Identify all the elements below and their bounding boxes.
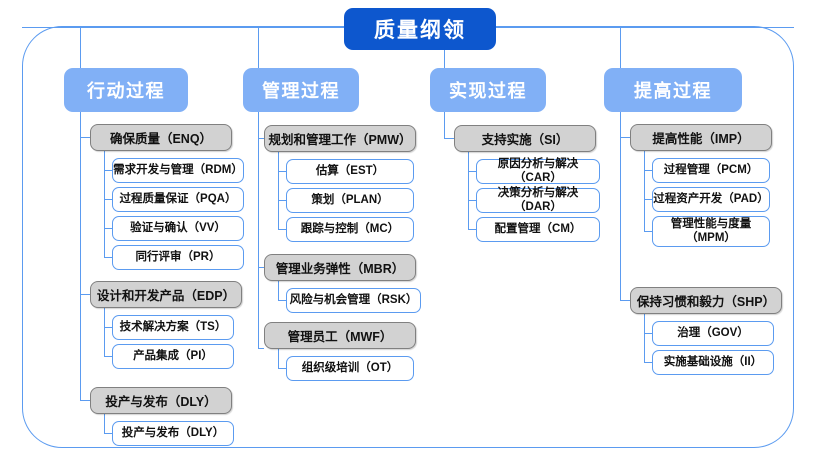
connector-leaf-1-2-0: [278, 368, 286, 370]
connector-leaf-0-0-2: [104, 228, 112, 230]
leaf-box-2-0-2[interactable]: 配置管理（CM）: [476, 217, 600, 242]
leaf-box-0-2-0[interactable]: 投产与发布（DLY）: [112, 421, 234, 446]
column-header-0[interactable]: 行动过程: [64, 68, 188, 112]
leaf-box-3-0-0[interactable]: 过程管理（PCM）: [652, 158, 770, 183]
group-box-3-1[interactable]: 保持习惯和毅力（SHP）: [630, 287, 782, 314]
connector-leaf-1-1-0: [278, 300, 286, 302]
column-header-1[interactable]: 管理过程: [243, 68, 359, 112]
child-spine-0-0: [104, 151, 106, 257]
leaf-box-3-1-0[interactable]: 治理（GOV）: [652, 321, 774, 346]
leaf-box-3-1-1[interactable]: 实施基础设施（II）: [652, 350, 774, 375]
connector-leaf-3-0-2: [644, 231, 652, 233]
connector-grp-3-0: [620, 137, 630, 139]
child-spine-3-1: [644, 314, 646, 362]
leaf-box-3-0-1[interactable]: 过程资产开发（PAD）: [652, 187, 770, 212]
group-box-1-1[interactable]: 管理业务弹性（MBR）: [264, 254, 416, 281]
connector-leaf-1-0-0: [278, 171, 286, 173]
connector-grp-0-1: [80, 294, 90, 296]
leaf-box-0-0-3[interactable]: 同行评审（PR）: [112, 245, 244, 270]
connector-grp-1-2: [258, 348, 264, 350]
connector-grp-3-1: [620, 300, 630, 302]
connector-leaf-2-0-1: [468, 200, 476, 202]
column-header-2[interactable]: 实现过程: [430, 68, 546, 112]
connector-leaf-3-1-0: [644, 333, 652, 335]
group-box-2-0[interactable]: 支持实施（SI）: [454, 125, 596, 152]
child-spine-1-2: [278, 349, 280, 368]
child-spine-3-0: [644, 151, 646, 231]
group-box-0-2[interactable]: 投产与发布（DLY）: [90, 387, 232, 414]
leaf-box-1-0-1[interactable]: 策划（PLAN）: [286, 188, 414, 213]
column-header-3[interactable]: 提高过程: [604, 68, 742, 112]
connector-leaf-3-0-1: [644, 199, 652, 201]
leaf-box-1-0-0[interactable]: 估算（EST）: [286, 159, 414, 184]
connector-leaf-0-0-0: [104, 170, 112, 172]
connector-leaf-0-0-1: [104, 199, 112, 201]
child-spine-0-2: [104, 414, 106, 433]
connector-grp-2-0: [444, 138, 454, 140]
child-spine-1-1: [278, 281, 280, 300]
leaf-box-2-0-0[interactable]: 原因分析与解决（CAR）: [476, 158, 600, 184]
connector-leaf-2-0-2: [468, 229, 476, 231]
leaf-box-2-0-1[interactable]: 决策分析与解决（DAR）: [476, 187, 600, 213]
connector-leaf-0-2-0: [104, 433, 112, 435]
group-box-1-0[interactable]: 规划和管理工作（PMW）: [264, 125, 416, 152]
group-box-0-0[interactable]: 确保质量（ENQ）: [90, 124, 232, 151]
connector-leaf-0-0-3: [104, 257, 112, 259]
group-box-3-0[interactable]: 提高性能（IMP）: [630, 124, 772, 151]
leaf-box-3-0-2[interactable]: 管理性能与度量 （MPM）: [652, 216, 770, 247]
child-spine-0-1: [104, 308, 106, 356]
child-spine-2-0: [468, 152, 470, 229]
connector-leaf-3-1-1: [644, 362, 652, 364]
connector-leaf-0-1-0: [104, 327, 112, 329]
connector-leaf-1-0-1: [278, 200, 286, 202]
group-box-0-1[interactable]: 设计和开发产品（EDP）: [90, 281, 242, 308]
leaf-box-0-1-0[interactable]: 技术解决方案（TS）: [112, 315, 234, 340]
connector-leaf-2-0-0: [468, 171, 476, 173]
connector-leaf-3-0-0: [644, 170, 652, 172]
leaf-box-0-0-0[interactable]: 需求开发与管理（RDM）: [112, 158, 244, 183]
leaf-box-0-0-2[interactable]: 验证与确认（VV）: [112, 216, 244, 241]
leaf-box-1-1-0[interactable]: 风险与机会管理（RSK）: [286, 288, 421, 313]
column-spine-3-lower: [620, 110, 622, 300]
child-spine-1-0: [278, 152, 280, 229]
column-spine-0-lower: [80, 110, 82, 400]
leaf-box-1-0-2[interactable]: 跟踪与控制（MC）: [286, 217, 414, 242]
root-title-box[interactable]: 质量纲领: [344, 8, 496, 50]
connector-grp-0-0: [80, 137, 90, 139]
connector-leaf-0-1-1: [104, 356, 112, 358]
leaf-box-1-2-0[interactable]: 组织级培训（OT）: [286, 356, 414, 381]
connector-grp-1-0: [258, 138, 264, 140]
group-box-1-2[interactable]: 管理员工（MWF）: [264, 322, 416, 349]
connector-grp-0-2: [80, 400, 90, 402]
leaf-box-0-0-1[interactable]: 过程质量保证（PQA）: [112, 187, 244, 212]
column-spine-1-lower: [258, 110, 260, 348]
connector-grp-1-1: [258, 267, 264, 269]
leaf-box-0-1-1[interactable]: 产品集成（PI）: [112, 344, 234, 369]
connector-leaf-1-0-2: [278, 229, 286, 231]
column-spine-2-lower: [444, 110, 446, 138]
